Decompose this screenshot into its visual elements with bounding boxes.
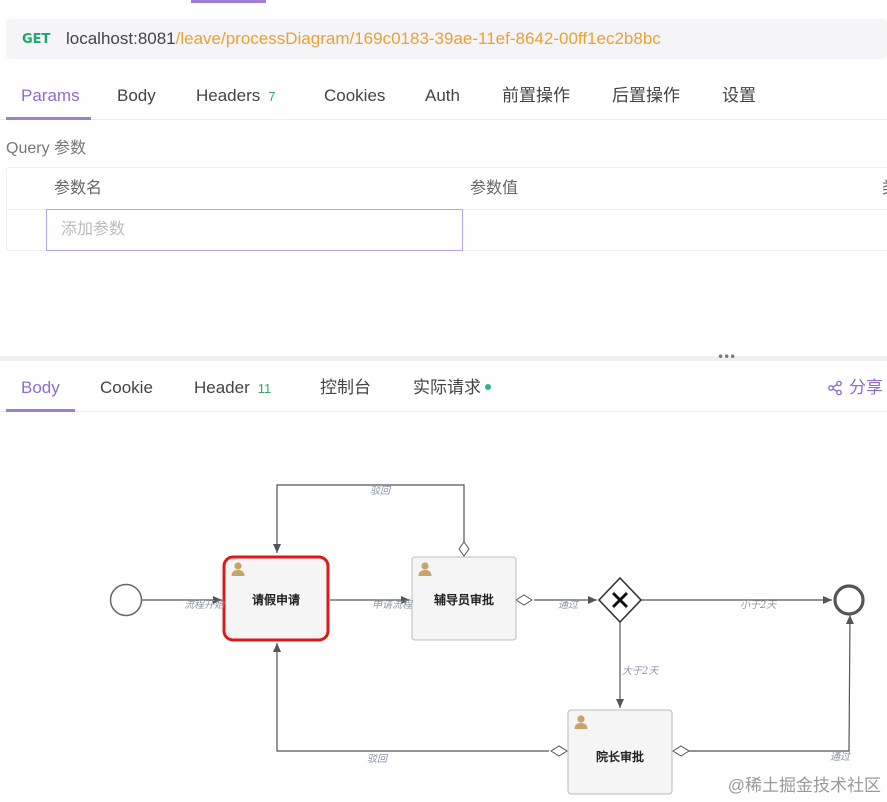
task-apply-label: 请假申请: [252, 592, 300, 607]
url-host: localhost:8081: [66, 29, 176, 48]
tab-post-operation[interactable]: 后置操作: [612, 72, 680, 120]
task-counselor: 辅导员审批: [411, 556, 517, 641]
tab-label: Body: [21, 378, 60, 397]
flow-label-reject-bottom: 驳回: [367, 753, 389, 765]
tab-label: Params: [21, 86, 80, 105]
tab-console[interactable]: 控制台: [320, 364, 371, 412]
flow-label-more: 大于2天: [622, 665, 659, 677]
process-diagram: 请假申请 辅导员审批 院长审批 流程开始 申请流程 通过 驳回 小于2天 大于2…: [109, 484, 865, 795]
col-param-extra: 类: [882, 168, 887, 210]
drag-handle-icon[interactable]: •••: [717, 350, 736, 364]
tab-response-body[interactable]: Body: [21, 364, 60, 412]
condition-marker-icon: [672, 745, 690, 757]
start-event-icon: [109, 583, 143, 617]
tab-label: 设置: [722, 86, 756, 105]
tab-label: Auth: [425, 86, 460, 105]
url-bar[interactable]: GET localhost:8081/leave/processDiagram/…: [6, 19, 887, 59]
response-tabs: Body Cookie Header 11 控制台 实际请求 分享: [0, 364, 887, 412]
add-param-input[interactable]: 添加参数: [46, 209, 463, 251]
flow-reject-top: [273, 484, 465, 553]
tab-label: 后置操作: [612, 86, 680, 105]
tab-pre-operation[interactable]: 前置操作: [502, 72, 570, 120]
condition-marker-icon: [515, 594, 533, 606]
tab-headers[interactable]: Headers 7: [196, 72, 276, 120]
tab-label: 控制台: [320, 378, 371, 397]
tab-label: 前置操作: [502, 86, 570, 105]
tab-response-header[interactable]: Header 11: [194, 364, 271, 412]
tab-body[interactable]: Body: [117, 72, 156, 120]
flow-pass2: [689, 614, 854, 752]
active-tab-indicator: [191, 0, 266, 3]
tab-response-body-underline: [6, 409, 75, 412]
task-dean-label: 院长审批: [596, 749, 644, 764]
panel-splitter[interactable]: [0, 356, 887, 361]
flow-label-submit: 申请流程: [372, 599, 414, 611]
header-count-badge: 11: [257, 381, 272, 396]
tab-params-underline: [6, 117, 91, 120]
task-apply: 请假申请: [222, 555, 330, 642]
url-input[interactable]: localhost:8081/leave/processDiagram/169c…: [66, 29, 661, 49]
flow-label-reject-top: 驳回: [370, 485, 392, 497]
url-path: /leave/processDiagram/169c0183-39ae-11ef…: [175, 29, 661, 48]
request-tabs: Params Body Headers 7 Cookies Auth 前置操作 后…: [0, 72, 887, 120]
end-event-icon: [833, 584, 865, 616]
share-label: 分享: [849, 378, 883, 397]
tab-label: Header: [194, 378, 250, 397]
tab-label: Headers: [196, 86, 261, 105]
status-dot-icon: [485, 383, 491, 390]
condition-markers: [458, 541, 690, 757]
flow-label-less: 小于2天: [740, 599, 777, 611]
col-param-value: 参数值: [470, 180, 519, 197]
watermark: @稀土掘金技术社区: [727, 776, 881, 795]
tab-label: Cookies: [324, 86, 386, 105]
query-params-label: Query 参数: [6, 140, 87, 157]
condition-marker-icon: [550, 745, 568, 757]
method-badge[interactable]: GET: [22, 31, 51, 47]
exclusive-gateway-icon: [597, 576, 643, 624]
tab-params[interactable]: Params: [21, 72, 80, 120]
tab-settings[interactable]: 设置: [722, 72, 756, 120]
tab-label: Body: [117, 86, 156, 105]
task-counselor-label: 辅导员审批: [434, 592, 494, 607]
flow-label-pass2: 通过: [830, 751, 851, 763]
flow-lines: [142, 484, 854, 752]
top-tab-strip: [0, 0, 887, 6]
tab-label: 实际请求: [413, 378, 481, 397]
tab-actual-request[interactable]: 实际请求: [413, 364, 491, 412]
flow-label-start: 流程开始: [184, 599, 225, 611]
col-param-name: 参数名: [54, 180, 103, 197]
headers-count-badge: 7: [268, 89, 276, 104]
share-button[interactable]: 分享: [827, 364, 883, 412]
tab-response-cookie[interactable]: Cookie: [100, 364, 153, 412]
tab-cookies[interactable]: Cookies: [324, 72, 385, 120]
flow-label-pass1: 通过: [558, 599, 579, 611]
share-icon: [828, 380, 842, 396]
task-dean: 院长审批: [567, 709, 673, 795]
query-params-table: 参数名 参数值 类 添加参数: [6, 167, 887, 251]
query-params-header: 参数名 参数值 类: [7, 168, 887, 210]
condition-marker-icon: [458, 541, 470, 557]
tab-auth[interactable]: Auth: [425, 72, 460, 120]
tab-label: Cookie: [100, 378, 153, 397]
flow-reject-bottom: [273, 643, 549, 752]
